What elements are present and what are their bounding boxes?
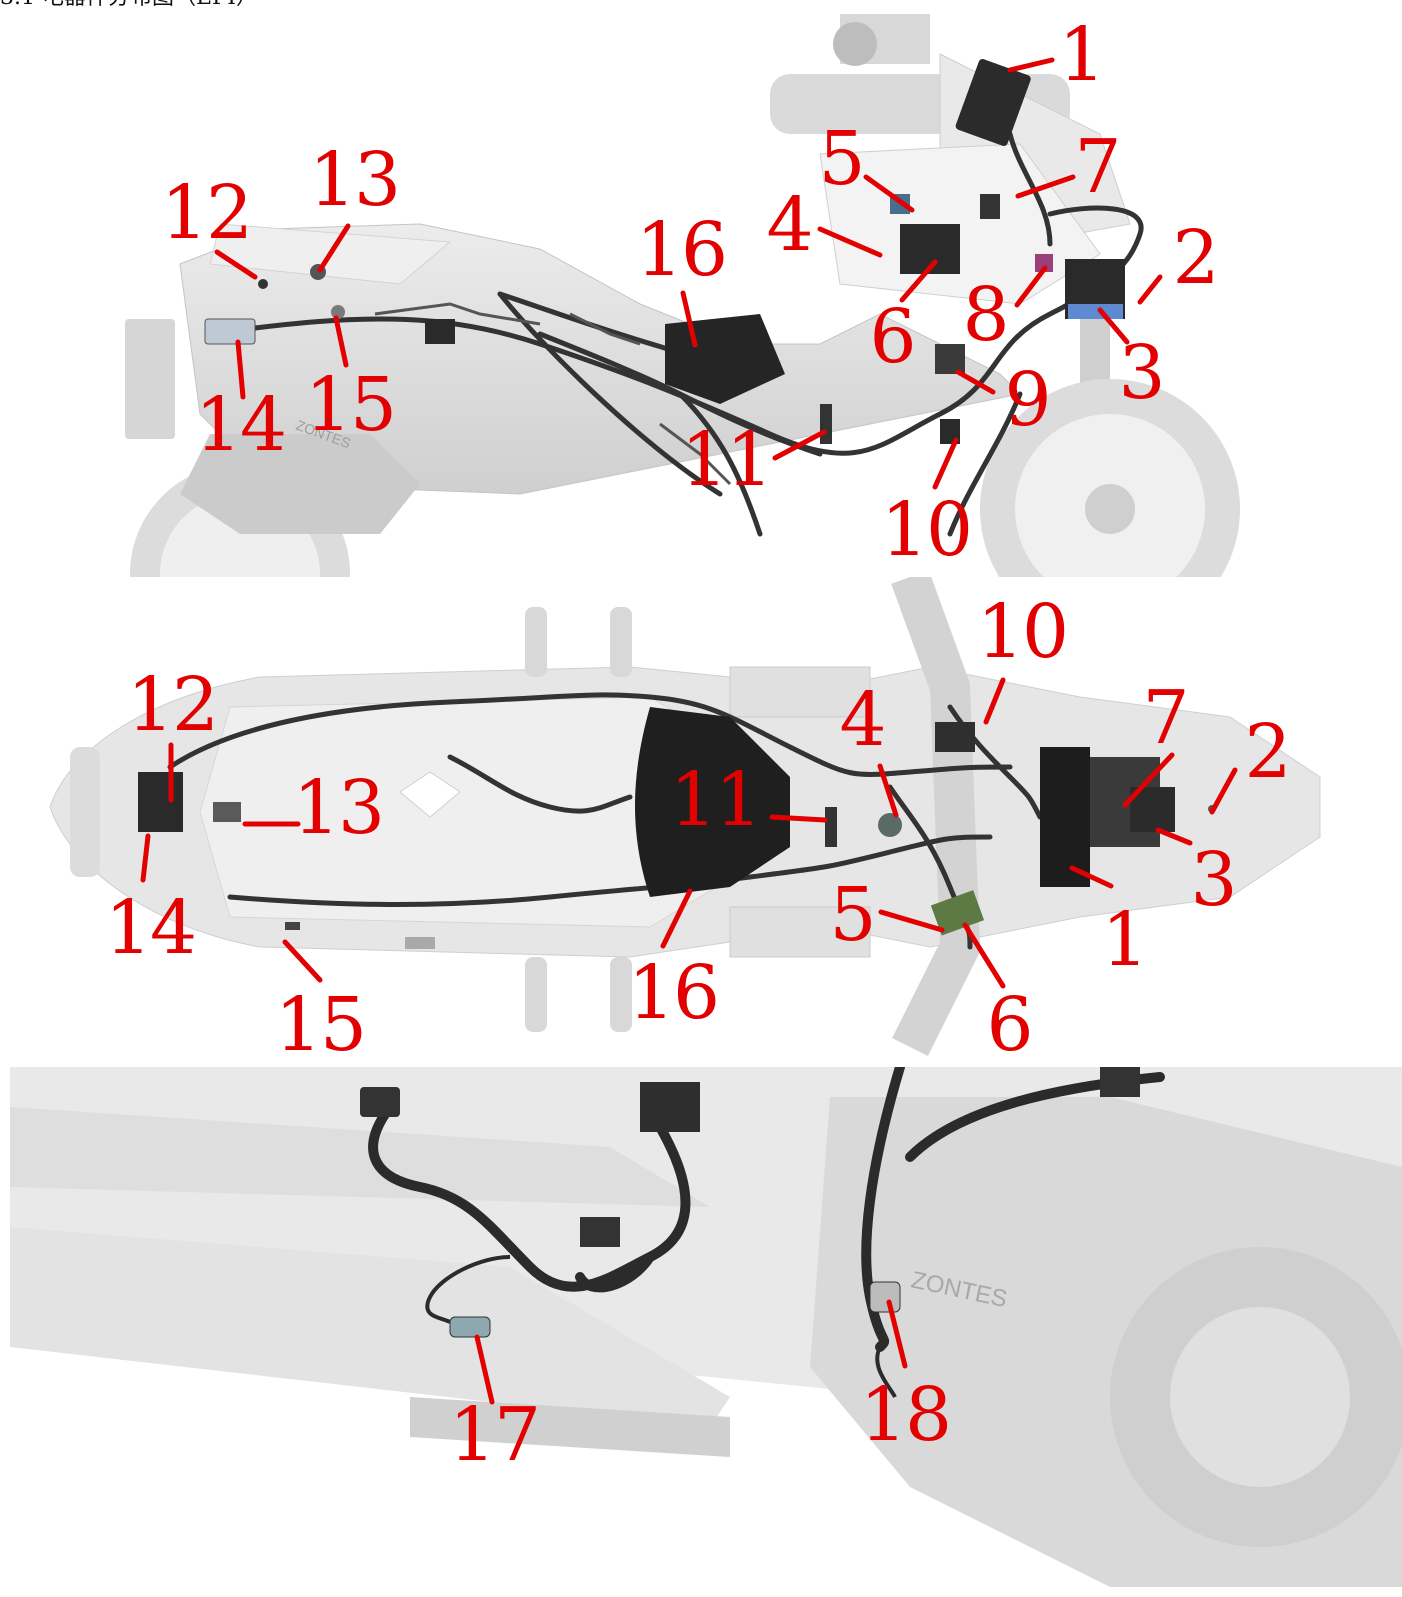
callout-top-16: 16 — [627, 950, 720, 1036]
callout-top-5: 5 — [829, 872, 876, 958]
detail-view-panel: ZONTES — [10, 1067, 1402, 1597]
callout-side-13: 13 — [308, 137, 401, 223]
callout-side-3: 3 — [1118, 330, 1165, 416]
callout-side-9: 9 — [1004, 357, 1051, 443]
callout-side-11: 11 — [680, 417, 773, 503]
callout-top-7: 7 — [1142, 675, 1189, 761]
top-view-panel — [30, 577, 1330, 1067]
callout-side-6: 6 — [869, 294, 916, 380]
callout-top-4: 4 — [839, 677, 886, 763]
callout-side-5: 5 — [818, 116, 865, 202]
page-header: 3.1 电器件分布图（EFI） — [0, 0, 258, 12]
callout-top-3: 3 — [1190, 837, 1237, 923]
callout-side-2: 2 — [1172, 215, 1219, 301]
callout-detail-17: 17 — [448, 1392, 541, 1478]
callout-top-11: 11 — [669, 757, 762, 843]
callout-top-12: 12 — [126, 662, 219, 748]
callout-top-6: 6 — [986, 982, 1033, 1068]
callout-side-10: 10 — [880, 487, 973, 573]
callout-side-14: 14 — [194, 382, 287, 468]
callout-side-12: 12 — [160, 170, 253, 256]
callout-side-16: 16 — [635, 207, 728, 293]
callout-top-14: 14 — [104, 885, 197, 971]
callout-top-13: 13 — [292, 765, 385, 851]
callout-top-10: 10 — [976, 589, 1069, 675]
callout-side-4: 4 — [766, 182, 813, 268]
callout-detail-18: 18 — [859, 1372, 952, 1458]
callout-side-15: 15 — [304, 362, 397, 448]
callout-top-2: 2 — [1244, 709, 1291, 795]
callout-side-1: 1 — [1058, 12, 1105, 98]
callout-side-8: 8 — [962, 272, 1009, 358]
top-view-illustration — [49, 577, 1321, 1056]
detail-view-illustration: ZONTES — [10, 1067, 1402, 1597]
callout-side-7: 7 — [1074, 124, 1121, 210]
callout-top-1: 1 — [1101, 897, 1148, 983]
callout-top-15: 15 — [274, 982, 367, 1068]
